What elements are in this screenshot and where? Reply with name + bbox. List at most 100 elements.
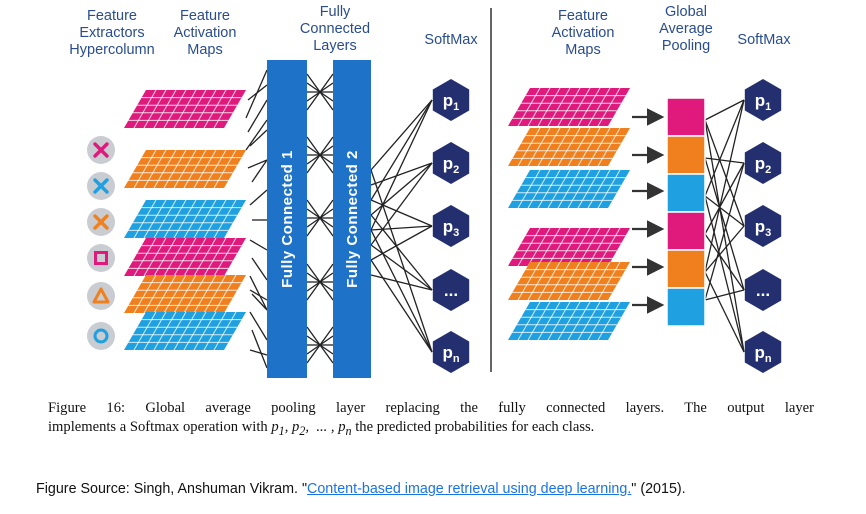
gap-cell — [666, 135, 706, 175]
svg-text:Connected: Connected — [300, 21, 370, 37]
svg-text:Maps: Maps — [565, 42, 600, 58]
right-softmax-nodes: p1 p2 p3... pn — [744, 79, 782, 373]
label-softmax-right: SoftMax — [737, 32, 791, 48]
label-gap-1: Global — [665, 4, 707, 20]
label-activation-left-3: Maps — [187, 42, 222, 58]
label-gap-2: Average — [659, 21, 713, 37]
left-feature-maps — [124, 89, 246, 351]
node-label: pn — [754, 343, 771, 365]
caption-line-2-pre: implements a Softmax operation with — [48, 419, 272, 435]
feature-map — [124, 274, 246, 314]
source-link[interactable]: Content-based image retrieval using deep… — [307, 481, 632, 497]
label-gap-3: Pooling — [662, 38, 710, 54]
svg-text:Hypercolumn: Hypercolumn — [69, 42, 154, 58]
caption-line-2: implements a Softmax operation with p1, … — [48, 418, 814, 441]
feature-map — [124, 89, 246, 129]
node-label: p2 — [443, 154, 460, 176]
softmax-node-right-3: p3 — [744, 205, 782, 247]
cross-icon — [87, 172, 115, 200]
svg-text:Layers: Layers — [313, 38, 357, 54]
gap-cell — [666, 173, 706, 213]
circle-icon — [87, 322, 115, 350]
feature-map — [508, 301, 630, 341]
softmax-node-right-4: ... — [744, 269, 782, 311]
svg-text:Extractors: Extractors — [79, 25, 144, 41]
label-extractors-1: Feature — [87, 8, 137, 24]
fc-layer-2-label: Fully Connected 2 — [344, 150, 361, 288]
svg-text:Maps: Maps — [187, 42, 222, 58]
node-label: p1 — [755, 91, 772, 113]
label-activation-left-2: Activation — [174, 25, 237, 41]
node-label: ... — [444, 281, 458, 300]
gap-arrows — [632, 108, 665, 314]
softmax-node-right-2: p2 — [744, 142, 782, 184]
node-label: ... — [756, 281, 770, 300]
softmax-node-left-1: p1 — [432, 79, 470, 121]
feature-map — [508, 87, 630, 127]
cross-icon — [87, 208, 115, 236]
fc-layer-1-label: Fully Connected 1 — [279, 150, 296, 288]
svg-text:Feature: Feature — [558, 8, 608, 24]
feature-map — [124, 149, 246, 189]
feature-map — [124, 311, 246, 351]
label-fc-2: Connected — [300, 21, 370, 37]
node-label: p1 — [443, 91, 460, 113]
label-extractors-3: Hypercolumn — [69, 42, 154, 58]
feature-map — [124, 199, 246, 239]
node-label: p2 — [755, 154, 772, 176]
svg-text:Feature: Feature — [87, 8, 137, 24]
label-extractors-2: Extractors — [79, 25, 144, 41]
svg-text:Feature: Feature — [180, 8, 230, 24]
svg-text:Global: Global — [665, 4, 707, 20]
cross-icon — [87, 136, 115, 164]
svg-text:Fully: Fully — [320, 4, 351, 20]
gap-cell — [666, 287, 706, 327]
softmax-node-left-2: p2 — [432, 142, 470, 184]
label-activation-left-1: Feature — [180, 8, 230, 24]
square-icon — [87, 244, 115, 272]
left-softmax-nodes: p1 p2 p3... pn — [432, 79, 470, 373]
feature-map — [508, 261, 630, 301]
label-activation-right-3: Maps — [565, 42, 600, 58]
fc-layer-2: Fully Connected 2 — [333, 60, 371, 378]
caption-line-2-post: the predicted probabilities for each cla… — [351, 419, 595, 435]
svg-text:Average: Average — [659, 21, 713, 37]
feature-map — [508, 227, 630, 267]
gap-cell — [666, 211, 706, 251]
label-softmax-left: SoftMax — [424, 32, 478, 48]
header-labels: Feature Extractors Hypercolumn Feature A… — [69, 4, 791, 58]
svg-text:Activation: Activation — [552, 25, 615, 41]
label-activation-right-2: Activation — [552, 25, 615, 41]
svg-text:Activation: Activation — [174, 25, 237, 41]
gap-vector — [666, 97, 706, 327]
label-activation-right-1: Feature — [558, 8, 608, 24]
node-label: pn — [442, 343, 459, 365]
softmax-node-left-3: p3 — [432, 205, 470, 247]
connection-lines — [245, 69, 745, 369]
fc-layer-1: Fully Connected 1 — [267, 60, 307, 378]
node-label: p3 — [443, 217, 460, 239]
extractor-icons — [87, 136, 115, 350]
source-suffix: " (2015). — [631, 481, 686, 497]
node-label: p3 — [755, 217, 772, 239]
right-feature-maps — [508, 87, 630, 341]
softmax-node-right-5: pn — [744, 331, 782, 373]
feature-map — [508, 127, 630, 167]
figure-source: Figure Source: Singh, Anshuman Vikram. "… — [36, 481, 686, 497]
caption-math: p1, p2, ... , pn — [271, 419, 352, 438]
triangle-icon — [87, 282, 115, 310]
feature-map — [124, 237, 246, 277]
gap-cell — [666, 249, 706, 289]
softmax-node-right-1: p1 — [744, 79, 782, 121]
softmax-node-left-4: ... — [432, 269, 470, 311]
figure-caption: Figure 16: Global average pooling layer … — [48, 399, 814, 441]
gap-cell — [666, 97, 706, 137]
softmax-node-left-5: pn — [432, 331, 470, 373]
label-fc-1: Fully — [320, 4, 351, 20]
label-fc-3: Layers — [313, 38, 357, 54]
feature-map — [508, 169, 630, 209]
svg-text:Pooling: Pooling — [662, 38, 710, 54]
source-prefix: Figure Source: Singh, Anshuman Vikram. " — [36, 481, 308, 497]
caption-line-1: Figure 16: Global average pooling layer … — [48, 400, 814, 416]
